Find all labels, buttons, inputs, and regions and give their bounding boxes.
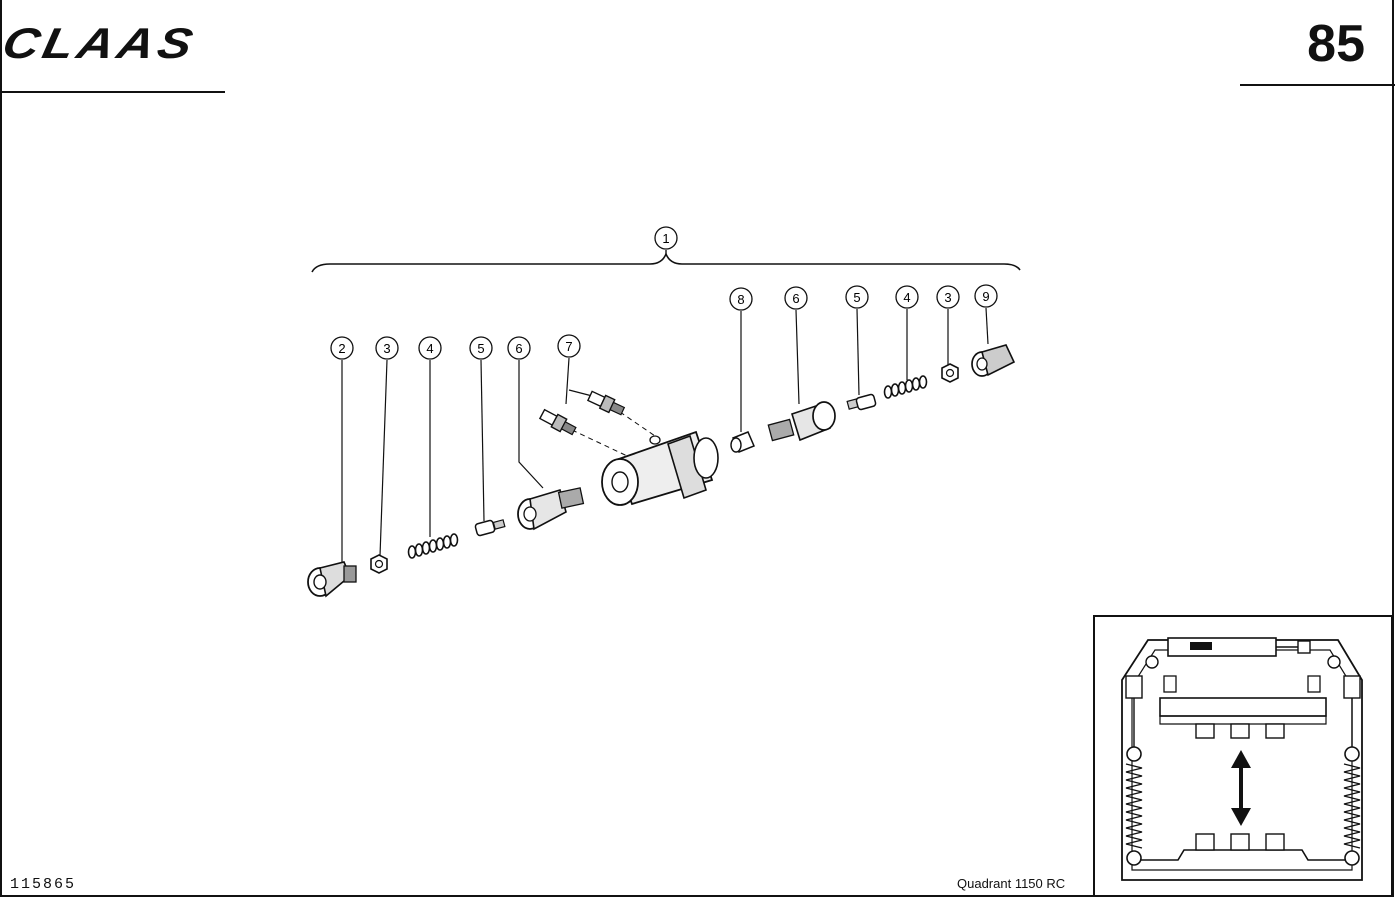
callout-label-part: 3	[944, 290, 951, 305]
callout-left-1: 2	[330, 336, 354, 360]
callout-label-part: 7	[565, 339, 572, 354]
callout-group-1: 1	[654, 226, 678, 250]
callout-label-part: 5	[853, 290, 860, 305]
page-number: 85	[1307, 15, 1365, 73]
callout-right-4: 4	[895, 285, 919, 309]
frame-bottom-border	[0, 895, 1097, 897]
callout-label-part: 2	[338, 341, 345, 356]
part-9-hex-fitting	[971, 344, 1016, 377]
part-4-spring-right	[883, 375, 928, 399]
valve-body	[601, 430, 719, 506]
callout-left-2: 3	[375, 336, 399, 360]
part-6-valve-seat-left	[517, 487, 585, 531]
callout-left-3: 4	[418, 336, 442, 360]
part-8-cap	[730, 431, 755, 453]
callout-left-4: 5	[469, 336, 493, 360]
group-bracket	[311, 251, 1021, 273]
drawing-number: 115865	[10, 876, 77, 893]
callout-label-part: 6	[792, 291, 799, 306]
callout-left-6: 7	[557, 334, 581, 358]
part-5-pin-left	[474, 519, 506, 537]
callout-right-2: 6	[784, 286, 808, 310]
callout-label-part: 6	[515, 341, 522, 356]
callout-label-group: 1	[662, 231, 669, 246]
header-rule-left	[0, 91, 225, 93]
inset-location-diagram	[1093, 615, 1393, 897]
callout-label-part: 4	[426, 341, 433, 356]
part-6-valve-seat-right	[767, 401, 836, 442]
callout-label-part: 5	[477, 341, 484, 356]
callout-right-6: 9	[974, 284, 998, 308]
frame-right-border	[1392, 0, 1394, 897]
callout-label-part: 4	[903, 290, 910, 305]
part-3-nut-right	[941, 363, 959, 383]
header-rule-right	[1240, 84, 1395, 86]
callout-left-5: 6	[507, 336, 531, 360]
callout-label-part: 3	[383, 341, 390, 356]
callout-right-3: 5	[845, 285, 869, 309]
callout-right-1: 8	[729, 287, 753, 311]
part-4-spring-left	[407, 533, 459, 559]
double-arrow-icon	[1231, 750, 1251, 826]
part-5-pin-right	[846, 393, 877, 411]
callout-label-part: 9	[982, 289, 989, 304]
frame-left-border	[0, 0, 2, 897]
part-3-nut-left	[370, 554, 388, 574]
part-7-grease-nipples	[538, 390, 626, 436]
callout-label-part: 8	[737, 292, 744, 307]
model-name: Quadrant 1150 RC	[957, 876, 1066, 891]
part-2-hex-fitting	[307, 561, 357, 598]
callout-right-5: 3	[936, 285, 960, 309]
